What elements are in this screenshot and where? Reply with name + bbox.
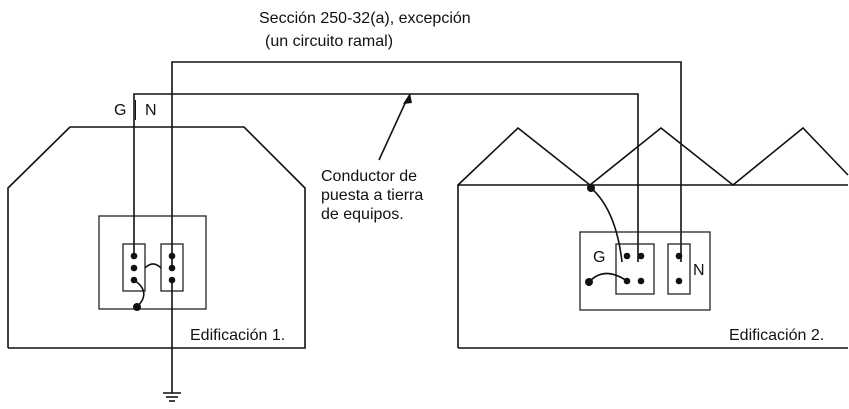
building-2-terminals [623, 252, 683, 285]
building-1-outline [7, 126, 306, 349]
building-1-bonding-jumper [144, 263, 162, 269]
earth-ground-icon [163, 392, 181, 402]
building-2-electrode-dot [585, 278, 593, 286]
building-2-outline [457, 184, 848, 348]
building-2-ground-bar [615, 243, 655, 295]
annotation-line-2: puesta a tierra [321, 187, 424, 204]
ground-conductor-label: G [114, 102, 127, 119]
building-2-electrode-wire [589, 272, 628, 282]
annotation-arrow-head [403, 93, 412, 104]
diagram-title-line-1: Sección 250-32(a), excepción [259, 10, 471, 27]
diagram-title-line-2: (un circuito ramal) [265, 33, 394, 50]
feeder-conductor-outer [171, 61, 682, 268]
building-1-label: Edificación 1. [190, 327, 286, 344]
building-2-panel [579, 231, 711, 311]
label-divider [135, 100, 136, 120]
building-2-roof-trusses [457, 126, 849, 187]
building-2-ground-label: G [593, 249, 606, 266]
building-1-terminals [130, 252, 176, 284]
building-1-panel [98, 215, 207, 310]
annotation-arrow-line [378, 98, 408, 161]
building-1-electrode-wire [133, 279, 145, 308]
annotation-line-1: Conductor de [321, 168, 418, 185]
building-2-bonding-wire [590, 187, 623, 263]
feeder-conductor-inner [133, 93, 639, 262]
building-1-electrode-dot [133, 303, 141, 311]
building-2-neutral-bar [667, 243, 691, 295]
building-2-label: Edificación 2. [729, 327, 825, 344]
neutral-conductor-label: N [145, 102, 157, 119]
building-2-neutral-label: N [693, 262, 705, 279]
annotation-line-3: de equipos. [321, 206, 404, 223]
